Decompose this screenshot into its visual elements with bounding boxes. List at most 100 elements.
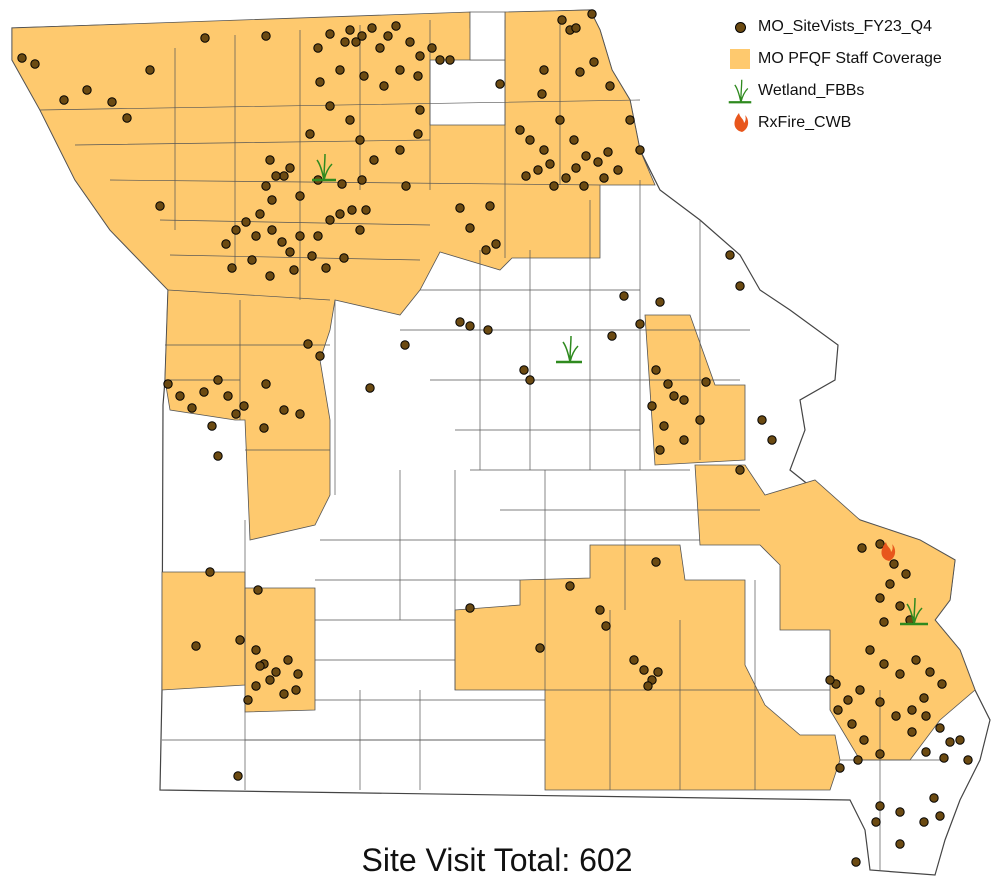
site-visit-dot xyxy=(271,171,281,181)
site-visit-dot xyxy=(465,321,475,331)
site-visit-dot xyxy=(735,281,745,291)
site-visit-dot xyxy=(267,225,277,235)
site-visit-dot xyxy=(483,325,493,335)
site-visit-dot xyxy=(145,65,155,75)
site-visit-dot xyxy=(253,585,263,595)
site-visit-dot xyxy=(907,727,917,737)
site-visit-dot xyxy=(285,247,295,257)
site-visit-dot xyxy=(405,37,415,47)
north-white-county xyxy=(429,59,506,126)
site-visit-dot xyxy=(427,43,437,53)
site-visit-dot xyxy=(415,51,425,61)
site-visit-dot xyxy=(175,391,185,401)
site-visit-dot xyxy=(369,155,379,165)
site-visit-dot xyxy=(465,223,475,233)
north-white-county-2 xyxy=(469,11,506,61)
site-visit-dot xyxy=(565,581,575,591)
site-visit-dot xyxy=(825,675,835,685)
site-visit-dot xyxy=(82,85,92,95)
coverage-central xyxy=(644,314,746,466)
site-visit-dot xyxy=(30,59,40,69)
site-visit-dot xyxy=(255,209,265,219)
site-visit-dot xyxy=(221,239,231,249)
site-visit-dot xyxy=(315,77,325,87)
site-visit-dot xyxy=(895,807,905,817)
site-visit-dot xyxy=(491,239,501,249)
site-visit-dot xyxy=(213,375,223,385)
site-visit-dot xyxy=(279,171,289,181)
site-visit-dot xyxy=(231,225,241,235)
site-visit-dot xyxy=(853,755,863,765)
site-visit-dot xyxy=(593,157,603,167)
site-visit-dot xyxy=(339,253,349,263)
map-legend: MO_SiteVists_FY23_Q4 MO PFQF Staff Cover… xyxy=(722,14,988,142)
site-visit-dot xyxy=(315,351,325,361)
site-visit-dot xyxy=(361,205,371,215)
coverage-swatch-icon xyxy=(730,49,750,69)
site-visit-dot xyxy=(59,95,69,105)
site-visit-dot xyxy=(589,57,599,67)
site-visit-dot xyxy=(401,181,411,191)
site-visit-dot xyxy=(231,409,241,419)
county-lines xyxy=(39,20,940,870)
site-visit-dot xyxy=(605,81,615,91)
site-visit-dot xyxy=(571,23,581,33)
site-visit-dot xyxy=(599,173,609,183)
site-visit-dot xyxy=(200,33,210,43)
site-visit-dot xyxy=(383,31,393,41)
site-visit-dot xyxy=(655,297,665,307)
site-visit-dot xyxy=(653,667,663,677)
site-visit-dot xyxy=(919,693,929,703)
site-visit-dot-icon xyxy=(734,21,746,33)
site-visit-dot xyxy=(233,771,243,781)
site-visit-dot xyxy=(243,695,253,705)
site-visit-dot xyxy=(391,21,401,31)
site-visit-dot xyxy=(539,65,549,75)
site-visit-dots xyxy=(17,9,973,867)
site-visit-dot xyxy=(875,801,885,811)
wetland-grass-icon xyxy=(728,79,752,104)
wetland-grass-icon xyxy=(900,597,928,626)
site-visit-dot xyxy=(537,89,547,99)
site-visit-dot xyxy=(579,181,589,191)
site-visit-dot xyxy=(355,135,365,145)
site-visit-dot xyxy=(205,567,215,577)
site-visit-dot xyxy=(843,695,853,705)
site-visit-dot xyxy=(865,645,875,655)
site-visit-dot xyxy=(535,643,545,653)
site-visit-dot xyxy=(635,145,645,155)
site-visit-dot xyxy=(400,340,410,350)
site-visit-dot xyxy=(340,37,350,47)
site-visit-dot xyxy=(911,655,921,665)
site-visit-dot xyxy=(603,147,613,157)
site-visit-dot xyxy=(835,763,845,773)
site-visit-dot xyxy=(271,667,281,677)
site-visit-dot xyxy=(413,129,423,139)
legend-wetland-label: Wetland_FBBs xyxy=(758,82,865,99)
site-visit-dot xyxy=(939,753,949,763)
site-visit-dot xyxy=(921,747,931,757)
site-visit-dot xyxy=(199,387,209,397)
site-visit-dot xyxy=(895,839,905,849)
site-visit-dot xyxy=(855,685,865,695)
site-visit-dot xyxy=(695,415,705,425)
site-visit-dot xyxy=(155,201,165,211)
site-visit-dot xyxy=(767,435,777,445)
site-visit-dot xyxy=(851,857,861,867)
site-visit-dot xyxy=(929,793,939,803)
site-visit-dot xyxy=(265,675,275,685)
site-visit-dot xyxy=(379,81,389,91)
site-visit-dot xyxy=(659,421,669,431)
site-visit-dot xyxy=(571,163,581,173)
site-visit-dot xyxy=(945,737,955,747)
site-visit-dot xyxy=(395,145,405,155)
site-visit-dot xyxy=(265,155,275,165)
site-visit-dot xyxy=(325,101,335,111)
site-visit-dot xyxy=(261,181,271,191)
site-visit-dot xyxy=(265,271,275,281)
site-visit-dot xyxy=(435,55,445,65)
site-visit-dot xyxy=(935,723,945,733)
site-visit-dot xyxy=(305,129,315,139)
site-visit-dot xyxy=(395,65,405,75)
site-visit-dot xyxy=(247,255,257,265)
